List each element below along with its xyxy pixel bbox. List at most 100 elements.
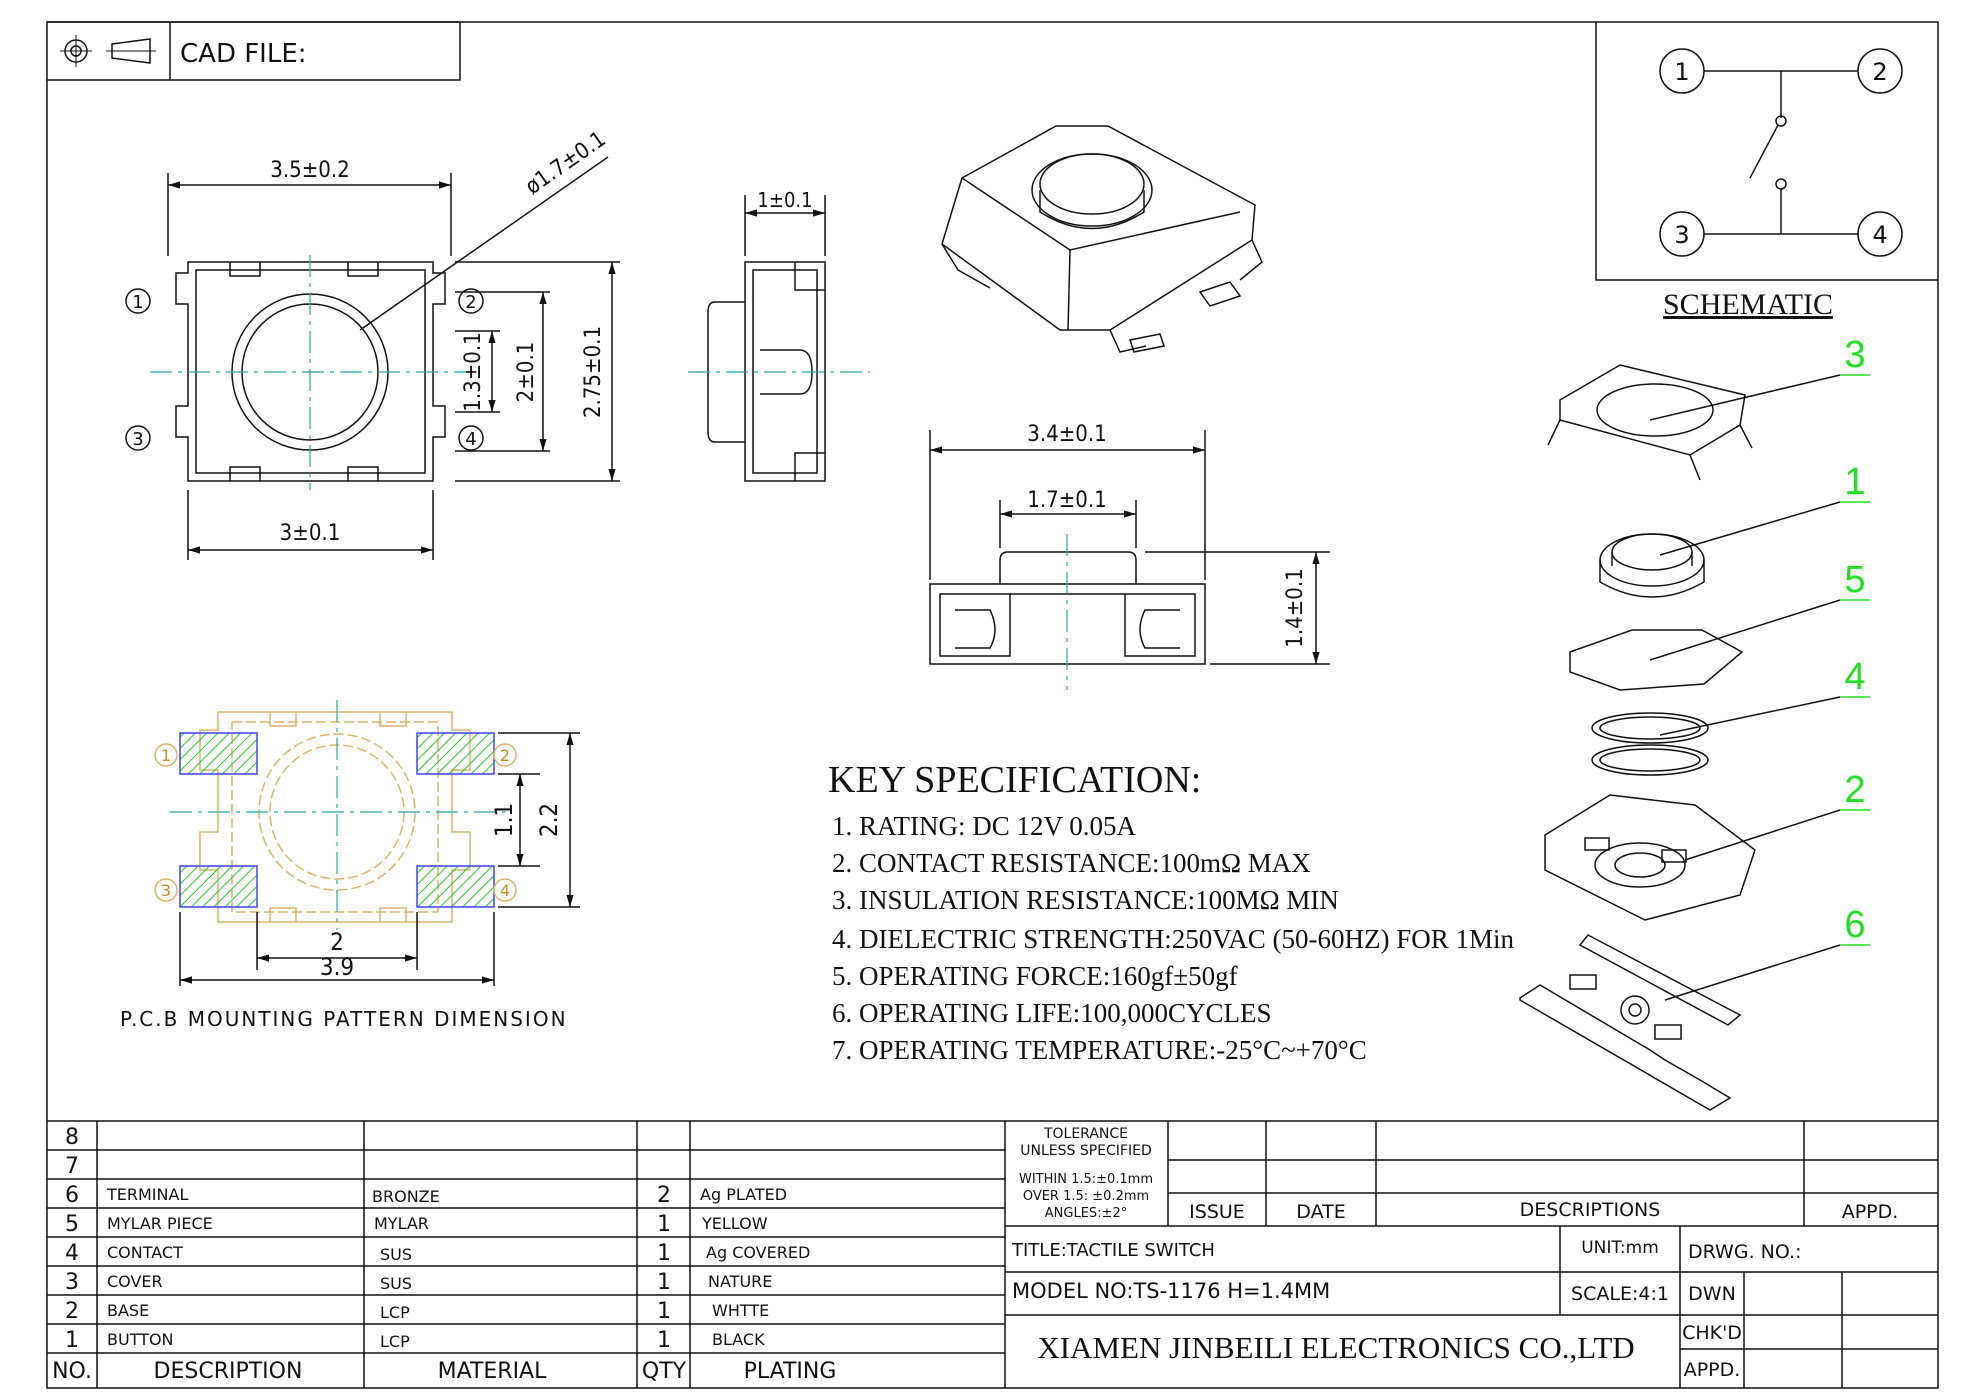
- cad-file-label: CAD FILE:: [180, 39, 307, 69]
- dim-bottom: 3±0.1: [280, 521, 341, 546]
- row-description: MYLAR PIECE: [107, 1214, 213, 1233]
- row-no: 6: [65, 1183, 79, 1208]
- dim-h2: 2±0.1: [514, 342, 539, 403]
- row-no: 3: [65, 1270, 79, 1295]
- row-plating: Ag COVERED: [706, 1243, 810, 1262]
- schematic-pin-2: 2: [1872, 58, 1887, 86]
- row-plating: NATURE: [708, 1272, 772, 1291]
- bom-header-description: DESCRIPTION: [154, 1359, 303, 1384]
- front-dim-w1: 3.4±0.1: [1027, 422, 1107, 447]
- pcb-dim-1-1: 1.1: [490, 803, 518, 837]
- row-qty: 1: [657, 1212, 671, 1237]
- row-qty: 1: [657, 1299, 671, 1324]
- schematic: 1 2 3 4 SCHEMATIC: [1595, 22, 1938, 321]
- tolerance-title: TOLERANCE: [1043, 1126, 1128, 1142]
- row-plating: WHTTE: [712, 1301, 769, 1320]
- row-qty: 2: [657, 1183, 671, 1208]
- row-description: COVER: [107, 1272, 163, 1291]
- spec-item-2: 2. CONTACT RESISTANCE:100mΩ MAX: [832, 848, 1311, 878]
- pcb-title: P.C.B MOUNTING PATTERN DIMENSION: [120, 1007, 568, 1031]
- schematic-pin-3: 3: [1674, 221, 1689, 249]
- table-row: 5 MYLAR PIECE MYLAR 1 YELLOW: [65, 1212, 768, 1237]
- top-pin-3: 3: [132, 429, 143, 450]
- exploded-view: 3 1 5 4 2 6: [1519, 334, 1870, 1111]
- issue-label: ISSUE: [1189, 1201, 1245, 1223]
- appd-label: APPD.: [1684, 1359, 1741, 1381]
- descriptions-label: DESCRIPTIONS: [1520, 1199, 1661, 1221]
- spec-item-7: 7. OPERATING TEMPERATURE:-25°C~+70°C: [832, 1035, 1367, 1065]
- top-pin-4: 4: [465, 429, 476, 450]
- unit-label: UNIT:mm: [1581, 1238, 1659, 1258]
- tolerance-over: OVER 1.5: ±0.2mm: [1023, 1189, 1149, 1204]
- row-description: TERMINAL: [106, 1185, 188, 1204]
- table-row: 1 BUTTON LCP 1 BLACK: [65, 1328, 765, 1353]
- bom-header-material: MATERIAL: [438, 1359, 547, 1384]
- callout-1: 1: [1844, 461, 1865, 503]
- row-material: SUS: [380, 1245, 412, 1264]
- pcb-pin-3: 3: [161, 881, 171, 900]
- callout-3: 3: [1844, 334, 1865, 376]
- callout-6: 6: [1844, 904, 1865, 946]
- pcb-dim-3-9: 3.9: [320, 953, 354, 981]
- front-dim-h: 1.4±0.1: [1283, 568, 1308, 648]
- pcb-pattern: 2 3.9 1.1 2.2 1 2 3 4 P.C.B MOUNTING PAT…: [120, 700, 580, 1031]
- dim-h3: 2.75±0.1: [581, 326, 606, 418]
- pcb-pin-4: 4: [500, 881, 510, 900]
- spec-item-3: 3. INSULATION RESISTANCE:100MΩ MIN: [832, 885, 1339, 915]
- chkd-label: CHK'D: [1682, 1322, 1742, 1344]
- spec-item-5: 5. OPERATING FORCE:160gf±50gf: [832, 961, 1238, 991]
- row-material: LCP: [380, 1332, 410, 1351]
- row-plating: YELLOW: [701, 1214, 768, 1233]
- sheet-border: [46, 21, 1939, 1389]
- appd-top-label: APPD.: [1842, 1201, 1899, 1223]
- tolerance-subtitle: UNLESS SPECIFIED: [1020, 1143, 1151, 1159]
- spec-item-1: 1. RATING: DC 12V 0.05A: [832, 811, 1137, 841]
- spec-item-6: 6. OPERATING LIFE:100,000CYCLES: [832, 998, 1272, 1028]
- row-description: BUTTON: [107, 1330, 174, 1349]
- row-material: BRONZE: [372, 1187, 440, 1206]
- isometric-view: [941, 125, 1263, 353]
- row-qty: 1: [657, 1328, 671, 1353]
- row-qty: 1: [657, 1270, 671, 1295]
- table-row: 6 TERMINAL BRONZE 2 Ag PLATED: [65, 1183, 787, 1208]
- dim-width: 3.5±0.2: [270, 158, 350, 183]
- row-no: 8: [65, 1125, 79, 1150]
- row-material: LCP: [380, 1303, 410, 1322]
- spec-item-4: 4. DIELECTRIC STRENGTH:250VAC (50-60HZ) …: [832, 924, 1515, 954]
- pcb-dim-2-2: 2.2: [535, 803, 563, 837]
- row-material: MYLAR: [374, 1214, 429, 1233]
- table-row: 4 CONTACT SUS 1 Ag COVERED: [65, 1241, 810, 1266]
- spec-title: KEY SPECIFICATION:: [828, 759, 1201, 801]
- title-label: TITLE:TACTILE SWITCH: [1011, 1240, 1215, 1261]
- callout-2: 2: [1844, 769, 1865, 811]
- row-no: 7: [65, 1154, 79, 1179]
- bom-table: NO. DESCRIPTION MATERIAL QTY PLATING 8 7…: [47, 1120, 1938, 1388]
- callout-5: 5: [1844, 559, 1865, 601]
- first-angle-projection-icon: [60, 35, 156, 67]
- tolerance-angles: ANGLES:±2°: [1045, 1206, 1127, 1221]
- row-no: 5: [65, 1212, 79, 1237]
- row-description: BASE: [107, 1301, 149, 1320]
- model-label: MODEL NO:TS-1176 H=1.4MM: [1012, 1279, 1330, 1303]
- row-qty: 1: [657, 1241, 671, 1266]
- table-row: 8: [65, 1125, 79, 1150]
- bom-header-no: NO.: [52, 1359, 92, 1384]
- row-plating: BLACK: [712, 1330, 765, 1349]
- pcb-pin-2: 2: [500, 746, 510, 765]
- callout-4: 4: [1844, 656, 1865, 698]
- front-view: 3.4±0.1 1.7±0.1 1.4±0.1: [929, 422, 1330, 690]
- bom-header-qty: QTY: [642, 1359, 687, 1384]
- row-no: 1: [65, 1328, 79, 1353]
- dwn-label: DWN: [1688, 1283, 1736, 1305]
- top-pin-2: 2: [465, 292, 476, 313]
- table-row: 2 BASE LCP 1 WHTTE: [65, 1299, 769, 1324]
- row-material: SUS: [380, 1274, 412, 1293]
- row-no: 2: [65, 1299, 79, 1324]
- row-no: 4: [65, 1241, 79, 1266]
- cad-header: CAD FILE:: [47, 21, 461, 81]
- schematic-pin-1: 1: [1674, 58, 1689, 86]
- side-view: 1±0.1: [688, 188, 870, 482]
- top-pin-1: 1: [132, 292, 143, 313]
- side-dim: 1±0.1: [757, 188, 812, 212]
- drwg-label: DRWG. NO.:: [1688, 1241, 1802, 1263]
